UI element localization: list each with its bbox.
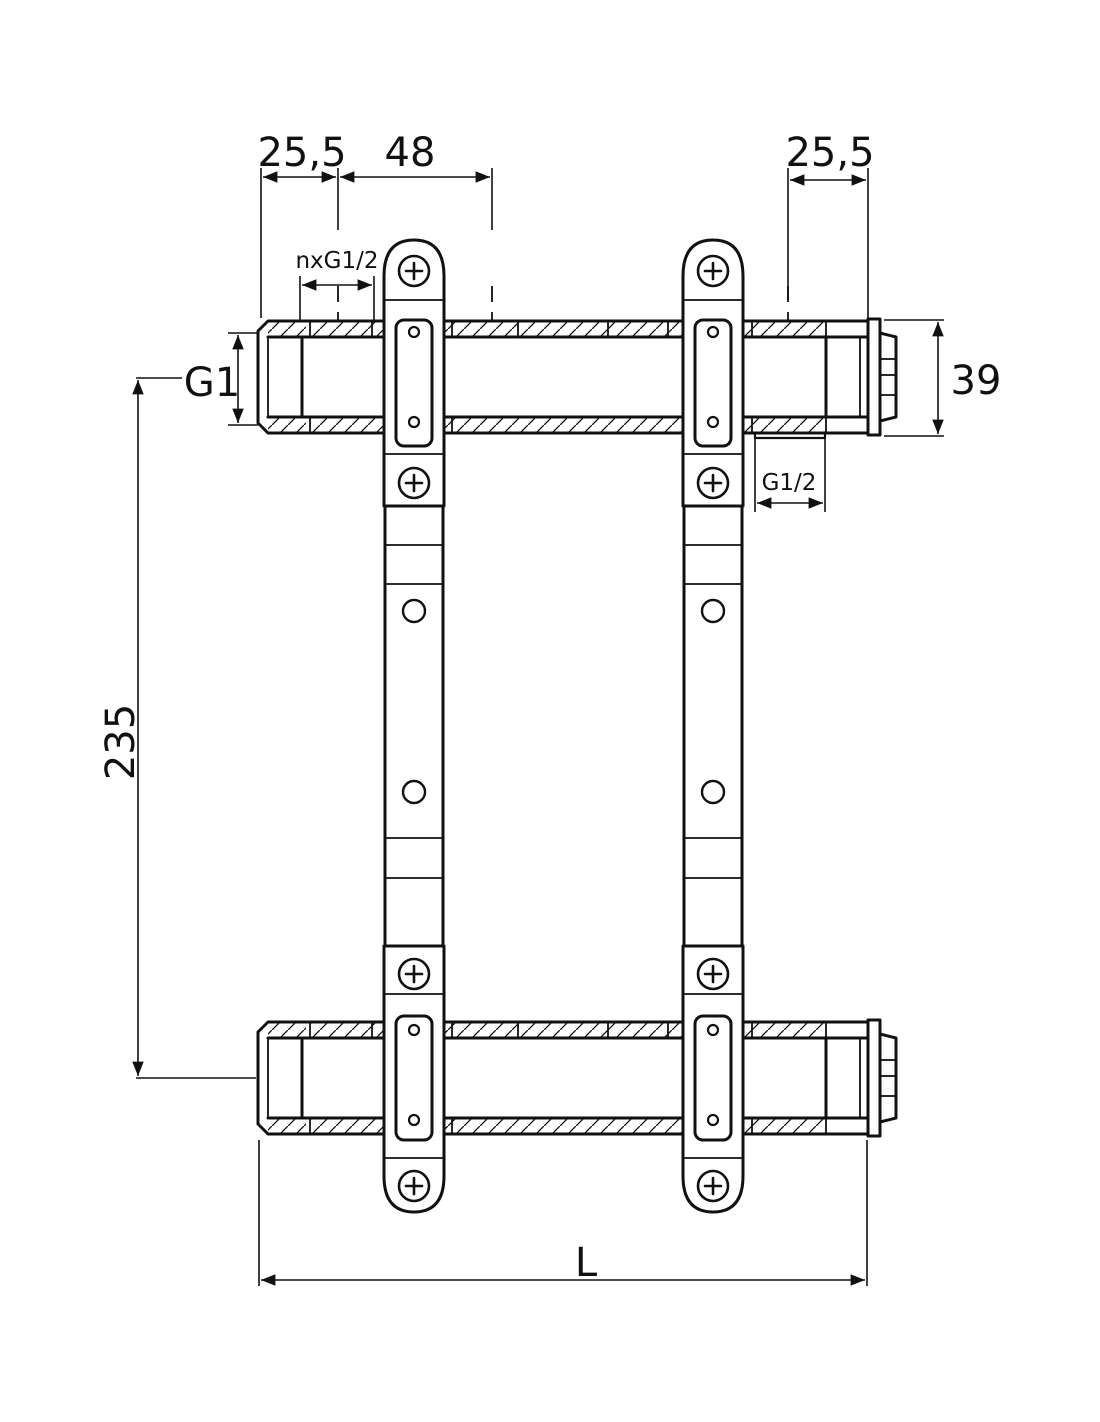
strap-bottom-right (681, 944, 745, 1214)
dim-length: L (575, 1240, 598, 1286)
dimension-inlet-thread (228, 332, 258, 426)
header-top (256, 317, 898, 437)
label-side-thread: G1/2 (762, 470, 817, 496)
dim-top-left-offset: 25,5 (257, 130, 346, 176)
strap-top-left (382, 238, 446, 508)
dimension-lines-top (260, 168, 869, 376)
label-outlet-thread: nxG1/2 (295, 248, 378, 274)
dimension-outlet-thread (299, 276, 375, 320)
dimension-height (884, 319, 944, 437)
dim-vertical-distance: 235 (98, 704, 144, 780)
dimension-vertical (132, 377, 256, 1079)
header-bottom (256, 1018, 898, 1138)
label-inlet-thread: G1 (184, 360, 240, 406)
dimension-length (258, 1140, 868, 1286)
dim-height: 39 (951, 358, 1002, 404)
dim-top-right-offset: 25,5 (785, 130, 874, 176)
bracket-bar-right (682, 418, 744, 1002)
dim-top-spacing: 48 (385, 130, 436, 176)
strap-bottom-left (382, 944, 446, 1214)
strap-top-right (681, 238, 745, 508)
